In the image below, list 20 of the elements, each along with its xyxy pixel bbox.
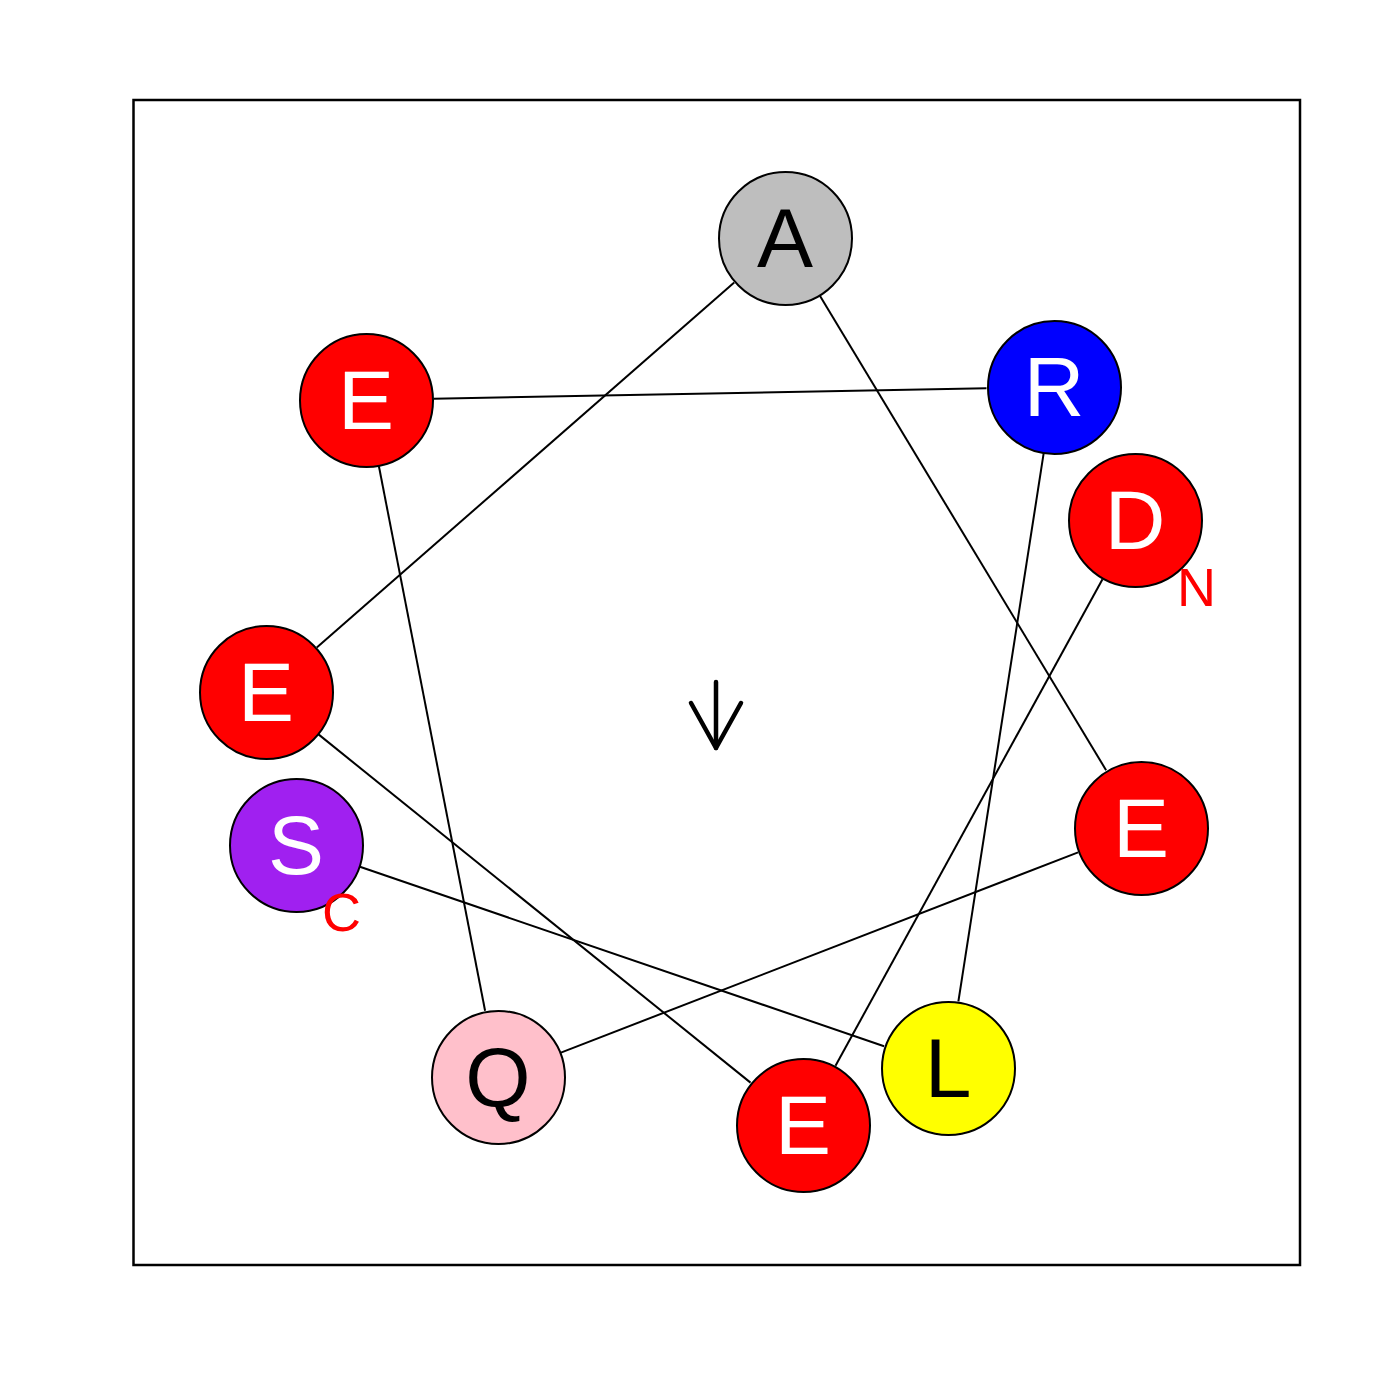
residue-letter: E <box>238 650 294 734</box>
residue-letter: E <box>1113 786 1169 870</box>
connector-line <box>834 578 1104 1067</box>
residue-letter: A <box>757 196 813 280</box>
connector-line <box>432 387 988 400</box>
connector-line <box>358 865 886 1048</box>
connector-line <box>377 465 487 1012</box>
connector-line <box>957 452 1045 1003</box>
connector-line <box>315 281 736 649</box>
connector-line <box>559 851 1080 1054</box>
residue-letter: S <box>268 803 324 887</box>
connector-line <box>818 294 1108 772</box>
residue-letter: R <box>1023 345 1085 429</box>
terminus-label: C <box>322 885 361 939</box>
residue-letter: D <box>1104 478 1166 562</box>
terminus-label: N <box>1177 560 1216 614</box>
connector-line <box>317 733 752 1084</box>
residue-letter: E <box>338 358 394 442</box>
residue-letter: L <box>924 1026 972 1110</box>
residue-letter: E <box>775 1083 831 1167</box>
